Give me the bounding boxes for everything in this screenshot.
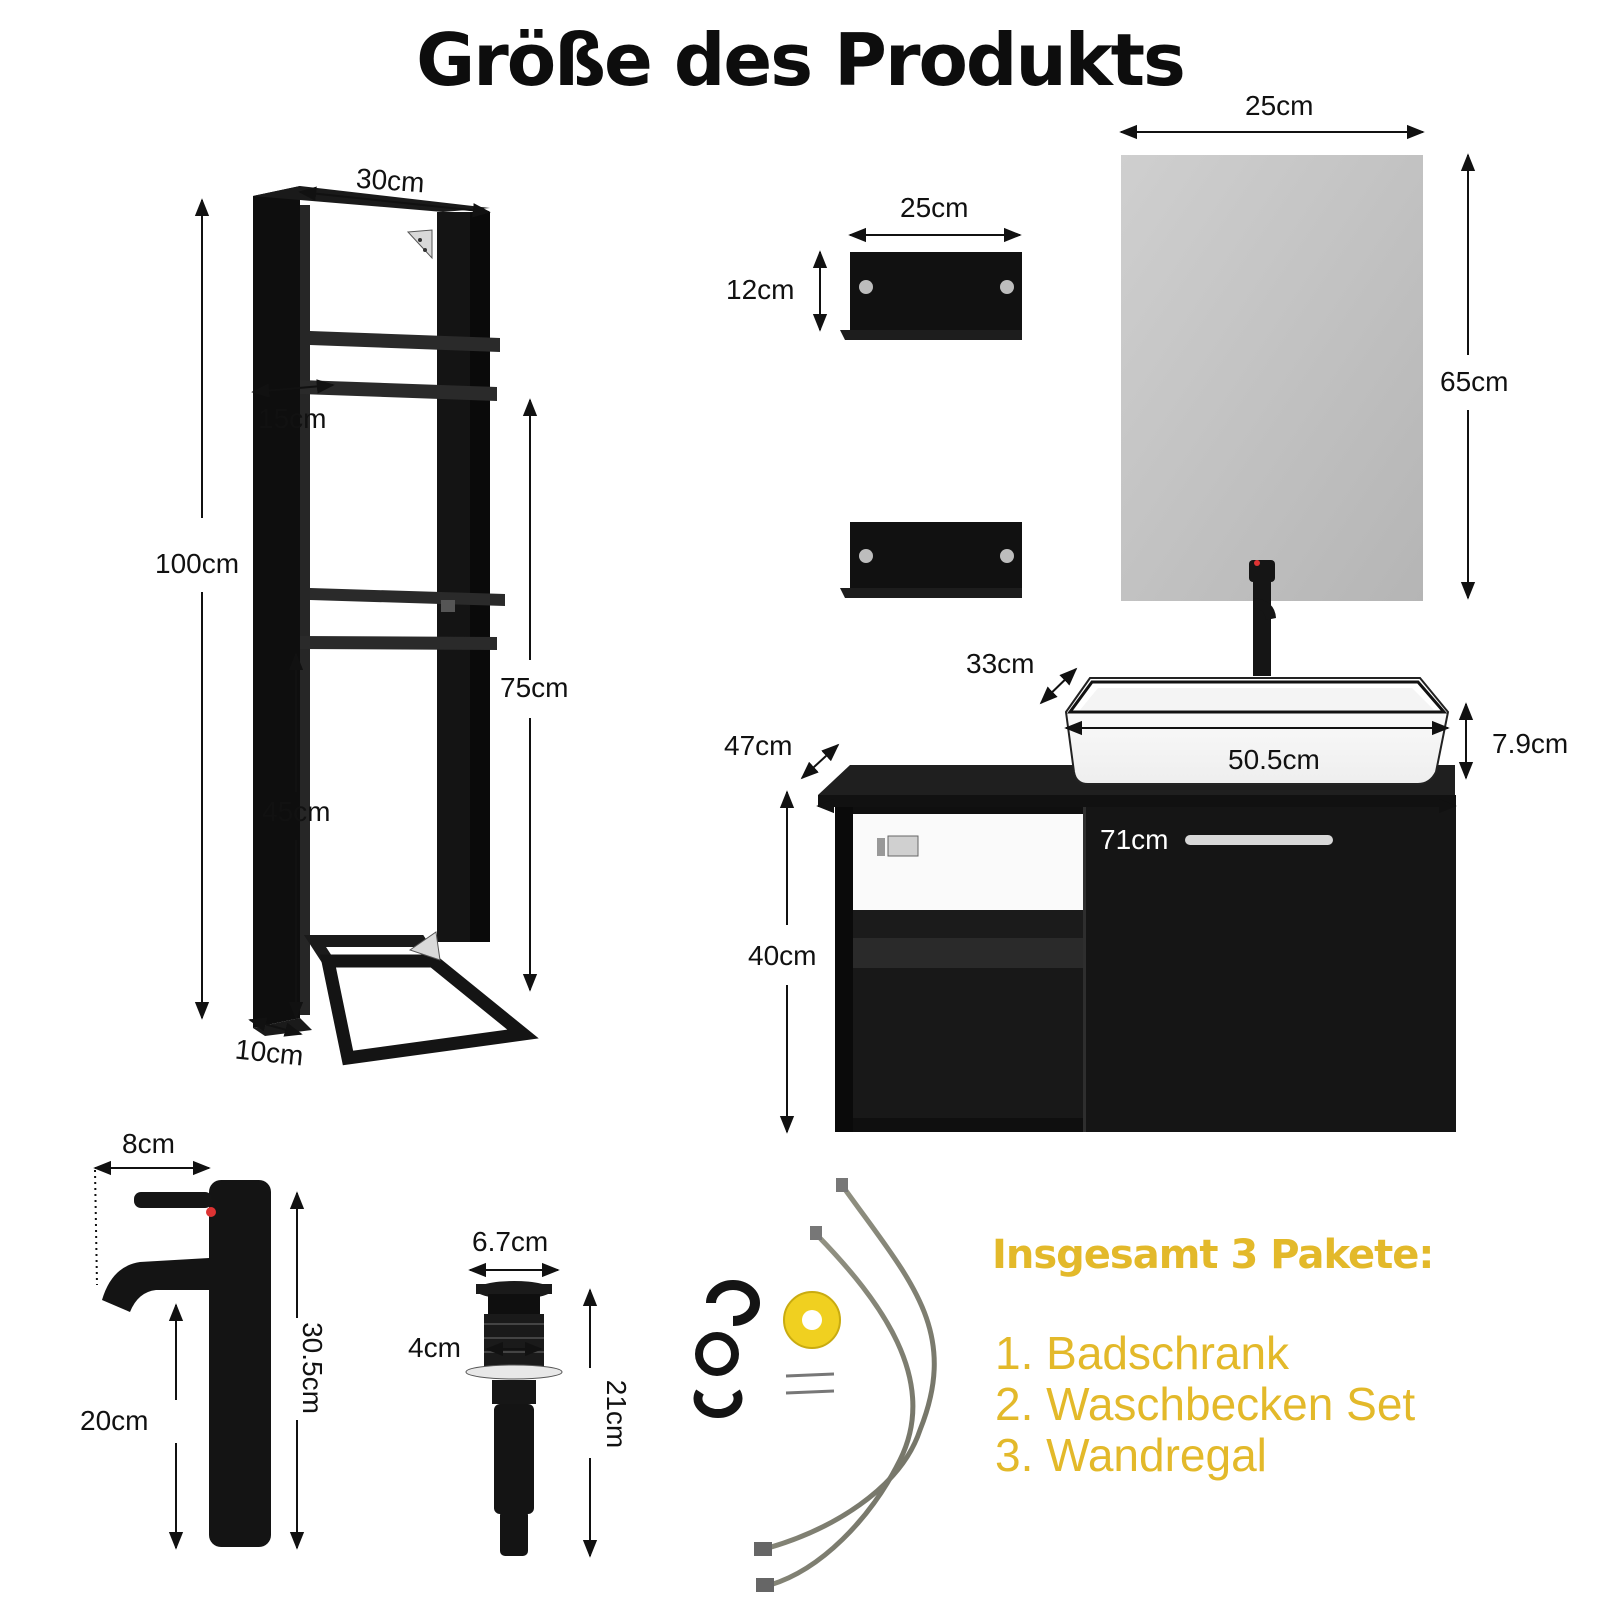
package-item-wall-shelf: 3. Wandregal (995, 1429, 1267, 1481)
wall-shelf-upper (840, 252, 1022, 340)
vanity-cabinet (818, 765, 1456, 1132)
shelf-lower-label: 45cm (262, 796, 331, 827)
faucet-width-label: 8cm (122, 1128, 175, 1159)
drain-dimension-lines (468, 1262, 598, 1558)
mirror-height-label: 65cm (1440, 366, 1509, 397)
package-item-basin-set: 2. Waschbecken Set (995, 1378, 1416, 1430)
mirror-dimension-lines (1119, 124, 1476, 600)
shelf-dimension-lines (194, 186, 538, 1037)
drain-pipe-label: 4cm (408, 1332, 461, 1363)
supply-hoses (754, 1178, 937, 1592)
mirror (1121, 155, 1423, 601)
cabinet-width-label: 71cm (1100, 824, 1169, 855)
packages-title: Insgesamt 3 Pakete: (992, 1232, 1434, 1278)
faucet (102, 1180, 271, 1547)
pop-up-drain (465, 1281, 563, 1556)
wall-shelf-dimension-lines (812, 227, 1022, 332)
tall-shelf-unit (253, 186, 539, 1066)
drain-height-label: 21cm (601, 1379, 633, 1449)
faucet-dimension-lines (93, 1160, 305, 1550)
drain-top-label: 6.7cm (472, 1226, 549, 1257)
wall-shelf-lower (840, 522, 1022, 598)
package-item-cabinet: 1. Badschrank (995, 1327, 1290, 1379)
vanity-dimension-lines (779, 667, 1474, 1134)
accessory-clips (693, 1280, 760, 1419)
cabinet-depth-label: 47cm (724, 730, 793, 761)
faucet-height-label: 30.5cm (296, 1322, 328, 1414)
wall-bracket-icon (406, 229, 433, 260)
wall-shelf-width-label: 25cm (900, 192, 969, 223)
screws (785, 1372, 835, 1395)
basin-width-label: 50.5cm (1228, 744, 1320, 775)
shelf-section-label: 75cm (500, 672, 569, 703)
gasket-ring (783, 1291, 841, 1349)
cabinet-handle (1185, 835, 1333, 845)
faucet-spout-label: 20cm (80, 1405, 149, 1436)
shelf-height-label: 100cm (155, 548, 240, 579)
basin-depth-label: 33cm (966, 648, 1035, 679)
page-title: Größe des Produkts (416, 18, 1186, 102)
mirror-width-label: 25cm (1245, 90, 1314, 121)
hinge-icon (877, 835, 919, 857)
faucet-on-basin (1249, 560, 1276, 676)
basin-height-label: 7.9cm (1492, 728, 1569, 759)
shelf-width-label: 30cm (355, 162, 426, 199)
shelf-depth-top-label: 15cm (258, 403, 327, 434)
wall-shelf-height-label: 12cm (726, 274, 795, 305)
cabinet-height-label: 40cm (748, 940, 817, 971)
